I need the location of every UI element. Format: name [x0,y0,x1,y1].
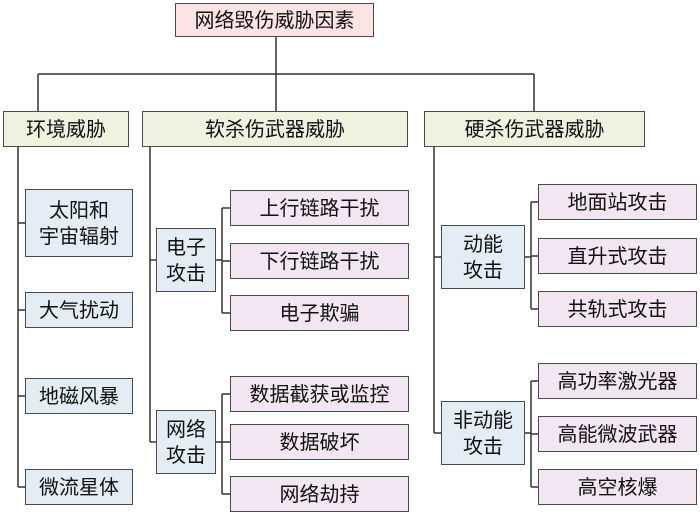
item-spoofing: 电子欺骗 [230,295,409,331]
env-item-geomagnetic: 地磁风暴 [25,378,133,414]
root-node: 网络毁伤威胁因素 [175,3,374,37]
group-non-kinetic-attack: 非动能 攻击 [441,401,525,465]
env-item-atmosphere: 大气扰动 [25,292,133,328]
item-data-interception: 数据截获或监控 [230,376,409,412]
env-item-radiation: 太阳和 宇宙辐射 [25,189,133,257]
item-high-power-laser: 高功率激光器 [538,363,697,399]
item-network-hijack: 网络劫持 [230,476,409,512]
item-co-orbital-attack: 共轨式攻击 [538,291,697,327]
item-microwave-weapon: 高能微波武器 [538,416,697,452]
item-uplink-jamming: 上行链路干扰 [230,190,409,226]
item-direct-ascent-attack: 直升式攻击 [538,238,697,274]
item-high-altitude-nuclear: 高空核爆 [538,469,697,505]
item-ground-station-attack: 地面站攻击 [538,184,697,220]
group-electronic-attack: 电子 攻击 [156,228,216,292]
env-item-micrometeoroid: 微流星体 [25,469,133,505]
group-network-attack: 网络 攻击 [156,410,216,474]
item-data-destruction: 数据破坏 [230,424,409,460]
category-hard-kill: 硬杀伤武器威胁 [424,111,645,147]
category-environment: 环境威胁 [3,111,129,147]
category-soft-kill: 软杀伤武器威胁 [142,111,408,147]
item-downlink-jamming: 下行链路干扰 [230,243,409,279]
group-kinetic-attack: 动能 攻击 [441,225,525,289]
